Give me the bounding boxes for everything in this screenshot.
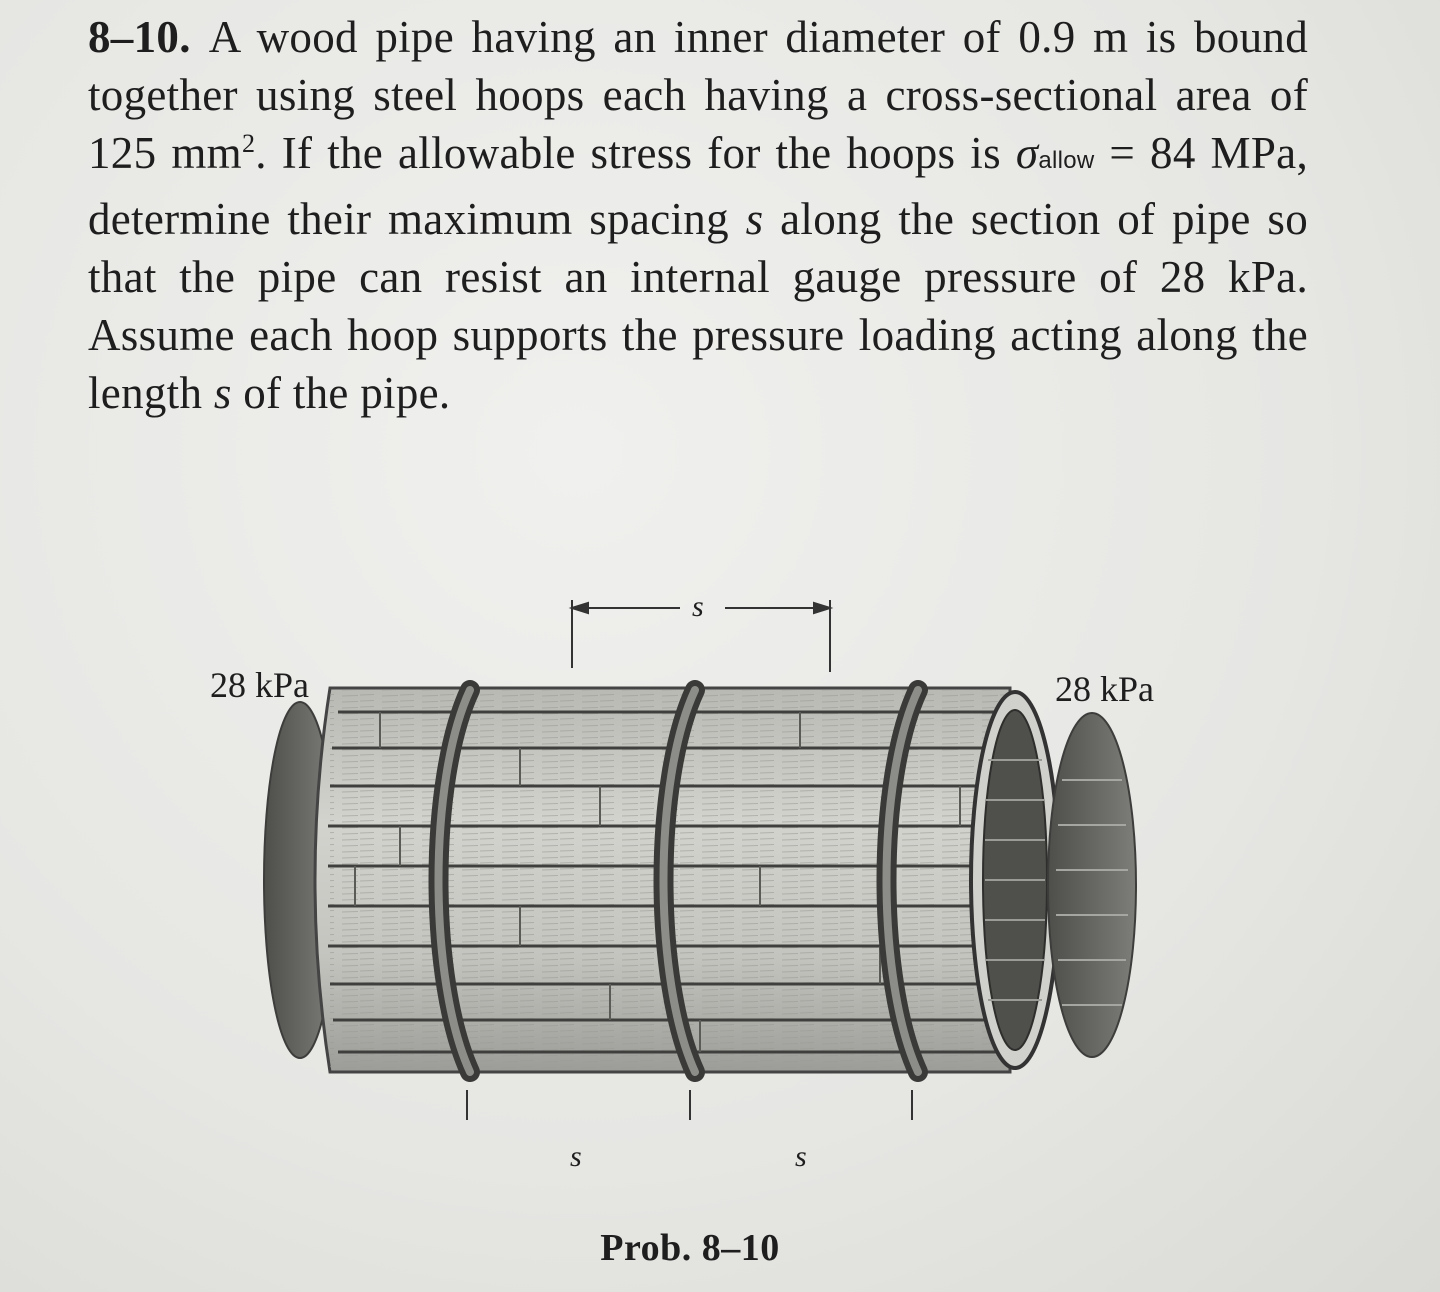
variable-s: s: [745, 194, 764, 244]
bottom-left-spacing-label: s: [570, 1140, 582, 1173]
problem-text-part1: A wood pipe having an inner diameter of …: [88, 12, 1308, 178]
steel-hoops: [428, 680, 928, 1082]
area-exponent: 2: [241, 129, 256, 158]
figure-caption: Prob. 8–10: [0, 1226, 1440, 1270]
problem-text-part3: = 84 MPa, determine their maximum spacin…: [88, 128, 1309, 244]
sigma-symbol: σ: [1015, 128, 1039, 178]
problem-text-part5: of the pipe.: [231, 368, 451, 418]
top-spacing-label: s: [692, 590, 704, 623]
left-pressure-label: 28 kPa: [210, 665, 309, 705]
problem-text-part2: . If the allowable stress for the hoops …: [255, 128, 1016, 178]
variable-s-second: s: [213, 368, 232, 418]
top-dimension-line: [568, 600, 834, 672]
bottom-right-spacing-label: s: [795, 1140, 807, 1173]
pipe-diagram: [263, 600, 1137, 1166]
sigma-subscript: allow: [1038, 147, 1095, 174]
pipe-figure: 28 kPa 28 kPa s s s: [0, 560, 1440, 1173]
right-pressure-label: 28 kPa: [1055, 669, 1154, 709]
bottom-dimension-lines: [463, 1090, 916, 1166]
problem-number: 8–10.: [88, 12, 191, 62]
caption-text: Prob. 8–10: [600, 1227, 780, 1269]
problem-text-part4: along the section of pipe so that the pi…: [88, 194, 1308, 418]
problem-statement: 8–10.A wood pipe having an inner diamete…: [88, 8, 1308, 422]
right-end-pressure-disk: [1047, 712, 1137, 1058]
